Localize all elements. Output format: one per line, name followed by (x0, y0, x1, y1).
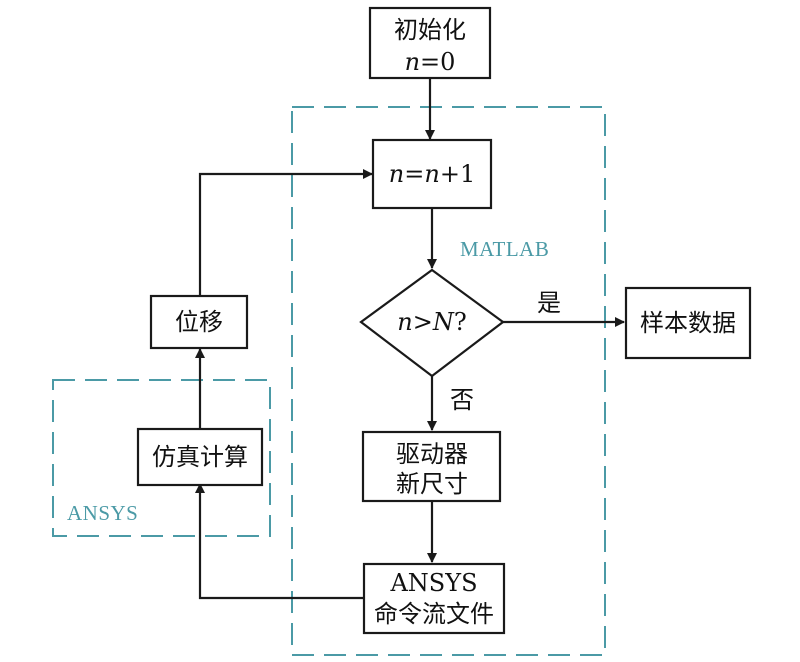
matlab-region-label: MATLAB (460, 237, 549, 261)
simulation-box (136, 427, 264, 487)
ansys-file-box (362, 562, 506, 635)
increment-box (371, 138, 493, 210)
displacement-box (149, 294, 249, 350)
simulation-label: 仿真计算 (152, 443, 248, 471)
sample-data-label: 样本数据 (640, 309, 736, 337)
init-box (368, 6, 492, 80)
no-label: 否 (450, 386, 474, 414)
arrow-ansys-file-to-simulation (195, 483, 364, 600)
yes-label: 是 (537, 289, 561, 317)
driver-box (361, 430, 502, 503)
ansys-file-line1: ANSYS (389, 569, 477, 597)
arrow-displacement-to-increment (198, 169, 373, 296)
matlab-region (291, 106, 606, 656)
ansys-region (52, 379, 271, 537)
driver-line2: 新尺寸 (396, 470, 468, 498)
driver-line1: 驱动器 (396, 440, 468, 468)
decision-diamond (359, 268, 505, 378)
ansys-file-line2: 命令流文件 (374, 600, 494, 628)
increment-label: n=n+1 (389, 160, 475, 188)
sample-data-box (624, 286, 752, 360)
decision-label: n>N? (397, 308, 466, 336)
init-condition: n=0 (405, 48, 456, 76)
init-label: 初始化 (394, 16, 466, 44)
ansys-region-label: ANSYS (67, 501, 138, 525)
displacement-label: 位移 (175, 308, 223, 336)
